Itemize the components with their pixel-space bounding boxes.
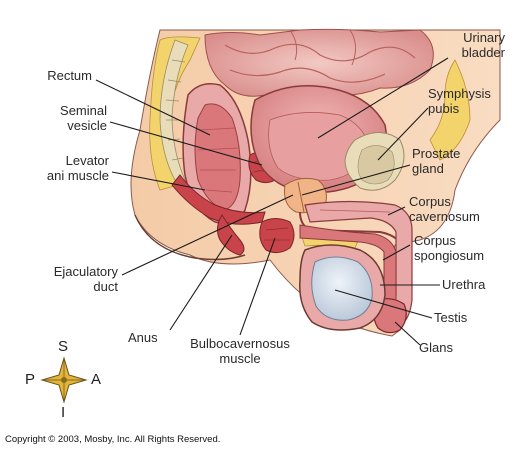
label-seminal-vesicle-line2: vesicle — [67, 118, 107, 133]
label-urinary-bladder-line2: bladder — [461, 45, 505, 60]
leader-corpus-cavernosum — [387, 206, 406, 216]
label-ejaculatory-duct-line2: duct — [93, 279, 118, 294]
label-urinary-bladder-line1: Urinary — [463, 30, 505, 45]
label-glans: Glans — [419, 340, 453, 355]
leader-glans — [394, 321, 421, 346]
label-symphysis-pubis: Symphysis pubis — [428, 86, 491, 116]
copyright-notice: Copyright © 2003, Mosby, Inc. All Rights… — [5, 434, 221, 445]
compass-inferior: I — [61, 404, 66, 421]
compass-superior: S — [58, 338, 69, 355]
label-symphysis-pubis-line2: pubis — [428, 101, 460, 116]
label-symphysis-pubis-line1: Symphysis — [428, 86, 491, 101]
bulbocavernosus-muscle — [259, 218, 295, 254]
label-prostate-gland-line1: Prostate — [412, 146, 461, 161]
label-ejaculatory-duct-line1: Ejaculatory — [53, 264, 118, 279]
label-prostate-gland-line2: gland — [412, 161, 444, 176]
intestines — [204, 28, 434, 98]
anus — [216, 214, 245, 256]
label-levator-ani-line2: ani muscle — [46, 168, 109, 183]
label-corpus-cavernosum-line1: Corpus — [409, 194, 451, 209]
leader-levator-ani — [111, 171, 206, 191]
label-anus: Anus — [128, 330, 158, 345]
label-bulbocavernosus-line1: Bulbocavernosus — [190, 336, 290, 351]
label-levator-ani: Levator ani muscle — [25, 153, 109, 183]
label-corpus-spongiosum-line1: Corpus — [414, 233, 456, 248]
symphysis-pubis — [344, 132, 405, 191]
compass-anterior: A — [91, 371, 102, 388]
label-rectum: Rectum — [47, 68, 92, 83]
label-testis: Testis — [434, 310, 468, 325]
label-levator-ani-line1: Levator — [65, 153, 109, 168]
leader-seminal-vesicle — [109, 121, 263, 166]
label-ejaculatory-duct: Ejaculatory duct — [28, 264, 118, 294]
label-seminal-vesicle: Seminal vesicle — [35, 103, 107, 133]
testis — [311, 256, 373, 321]
label-urethra: Urethra — [442, 277, 486, 292]
compass-rose — [40, 356, 88, 404]
leader-anus — [169, 234, 233, 331]
compass-posterior: P — [25, 371, 36, 388]
leader-prostate-gland — [301, 164, 411, 196]
label-corpus-cavernosum-line2: cavernosum — [409, 209, 480, 224]
leader-rectum — [95, 79, 211, 136]
leader-symphysis-pubis — [377, 107, 429, 161]
leader-corpus-spongiosum — [382, 244, 411, 261]
label-bulbocavernosus: Bulbocavernosus muscle — [180, 336, 300, 366]
label-urinary-bladder: Urinary bladder — [430, 30, 505, 60]
leader-bulbocavernosus — [239, 237, 276, 336]
leader-lines — [95, 57, 449, 346]
label-corpus-spongiosum: Corpus spongiosum — [414, 233, 484, 263]
leader-ejaculatory-duct — [121, 194, 294, 276]
label-corpus-cavernosum: Corpus cavernosum — [409, 194, 480, 224]
leader-testis — [334, 289, 433, 319]
leader-urinary-bladder — [317, 57, 449, 139]
label-bulbocavernosus-line2: muscle — [219, 351, 261, 366]
label-prostate-gland: Prostate gland — [412, 146, 460, 176]
label-seminal-vesicle-line1: Seminal — [60, 103, 107, 118]
label-corpus-spongiosum-line2: spongiosum — [414, 248, 485, 263]
